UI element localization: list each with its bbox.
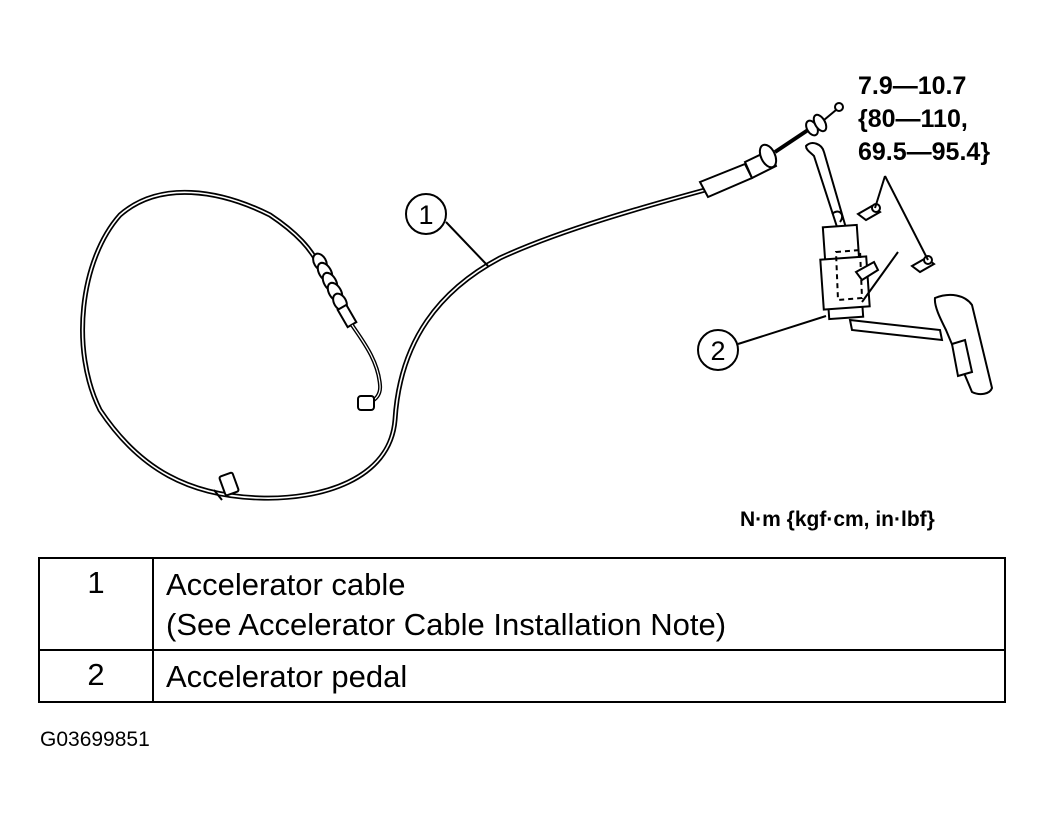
torque-spec-line-3: 69.5—95.4}: [858, 138, 991, 166]
figure-id: G03699851: [40, 728, 150, 751]
accelerator-cable: [80, 187, 706, 501]
legend-description-line: (See Accelerator Cable Installation Note…: [166, 607, 727, 642]
torque-spec: 7.9—10.7 {80—110, 69.5—95.4}: [858, 70, 990, 169]
legend-table: 1 Accelerator cable (See Accelerator Cab…: [38, 557, 1006, 703]
torque-spec-line-1: 7.9—10.7: [858, 72, 967, 100]
torque-spec-line-2: {80—110,: [858, 105, 968, 133]
torque-leader-lines: [861, 175, 929, 303]
legend-description-line: Accelerator cable: [166, 567, 406, 602]
accelerator-pedal: [804, 142, 994, 396]
units-label: N·m {kgf·cm, in·lbf}: [740, 508, 935, 531]
callout-1-number: 1: [418, 200, 433, 230]
legend-row: 2 Accelerator pedal: [38, 649, 1006, 703]
legend-number: 1: [38, 557, 154, 651]
cable-end-fitting: [698, 102, 844, 199]
legend-row: 1 Accelerator cable (See Accelerator Cab…: [38, 557, 1006, 651]
legend-description-line: Accelerator pedal: [166, 659, 408, 694]
cable-boot: [312, 252, 383, 411]
legend-description: Accelerator pedal: [152, 649, 1006, 703]
callout-1: 1: [405, 193, 489, 267]
callout-2: 2: [697, 315, 827, 371]
legend-description: Accelerator cable (See Accelerator Cable…: [152, 557, 1006, 651]
callout-2-number: 2: [710, 336, 725, 366]
legend-number: 2: [38, 649, 154, 703]
cable-clip: [213, 471, 240, 501]
